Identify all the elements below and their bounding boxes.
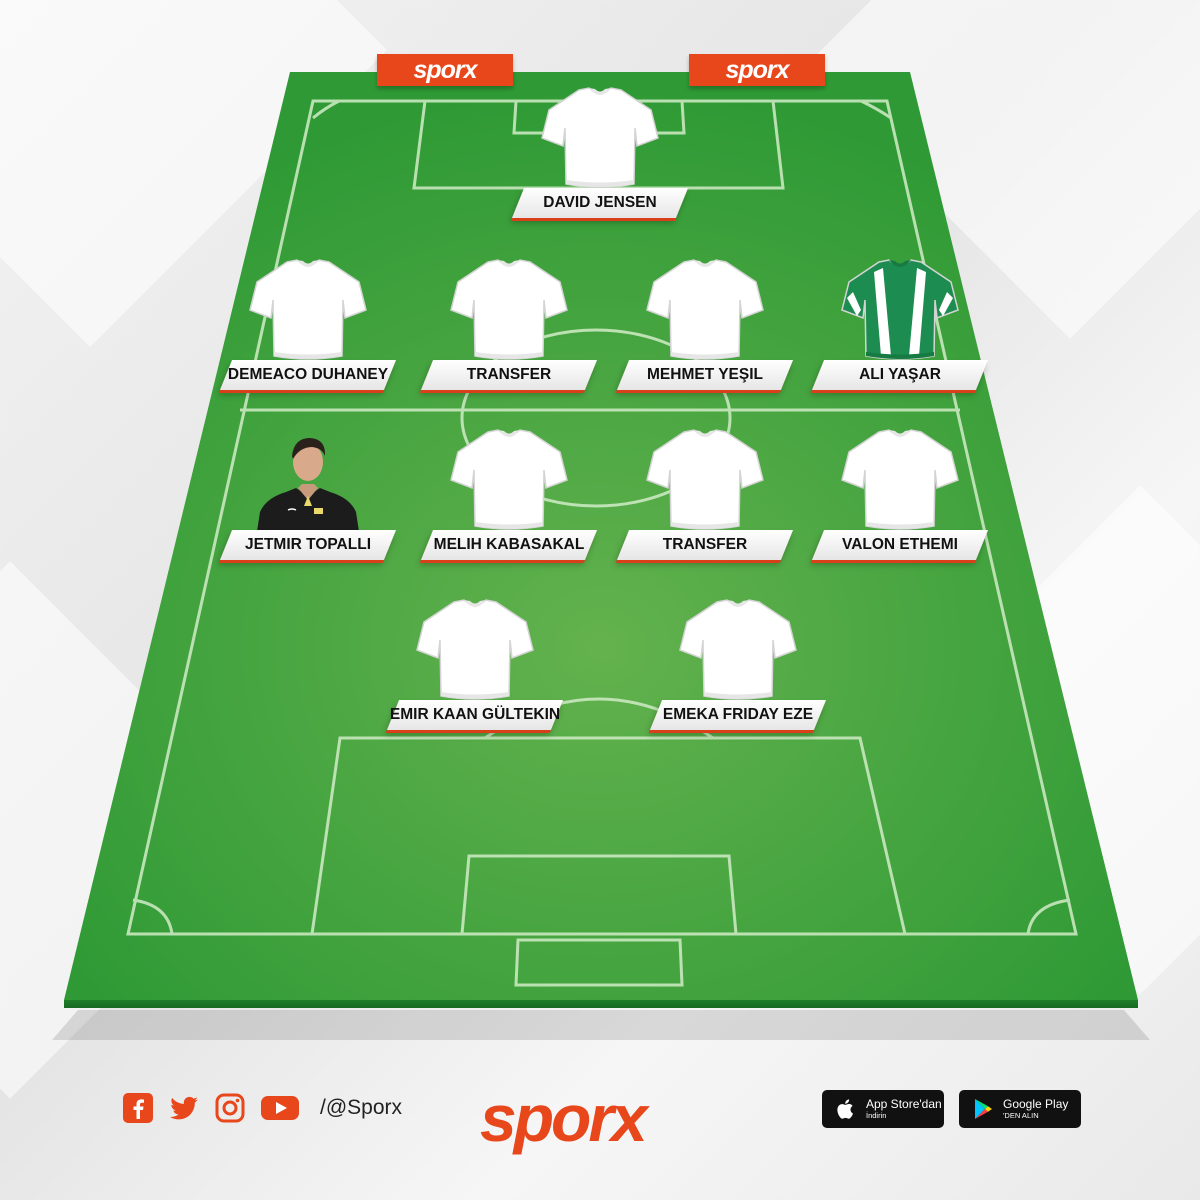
app-store-button[interactable]: App Store'dan İndirin — [822, 1090, 944, 1128]
player-name-tag: TRANSFER — [616, 530, 794, 560]
google-play-line2: 'DEN ALIN — [1003, 1110, 1039, 1120]
player-name: VALON ETHEMI — [842, 536, 958, 553]
player-name: ALI YAŞAR — [859, 366, 941, 383]
white-jersey-icon — [385, 596, 565, 704]
sporx-logo: sporx — [480, 1081, 648, 1155]
player-name-tag: EMIR KAAN GÜLTEKIN — [386, 700, 564, 730]
player-name-tag: TRANSFER — [420, 360, 598, 390]
player-photo-frame — [218, 426, 398, 543]
player-name: JETMIR TOPALLI — [244, 536, 371, 553]
instagram-icon[interactable] — [214, 1092, 246, 1124]
player-name: MEHMET YEŞIL — [647, 366, 763, 383]
google-play-text: Google Play 'DEN ALIN — [1003, 1096, 1069, 1121]
social-links: /@Sporx — [122, 1092, 402, 1124]
sporx-banner-left: sporx — [377, 54, 513, 86]
app-store-line2: İndirin — [866, 1110, 887, 1120]
player-name: DAVID JENSEN — [543, 194, 657, 211]
player-name: MELIH KABASAKAL — [433, 536, 585, 553]
google-play-line1: Google Play — [1003, 1096, 1069, 1111]
player-name-tag: ALI YAŞAR — [811, 360, 989, 390]
app-store-line1: App Store'dan — [866, 1096, 942, 1111]
sporx-logo: sporx — [413, 55, 477, 84]
white-jersey-icon — [648, 596, 828, 704]
player-name-tag: DAVID JENSEN — [511, 188, 689, 218]
apple-icon — [837, 1099, 854, 1119]
player-card[interactable]: ALI YAŞAR — [810, 256, 990, 390]
player-name: EMIR KAAN GÜLTEKIN — [389, 706, 561, 723]
green-jersey-icon — [810, 256, 990, 364]
player-card[interactable]: MELIH KABASAKAL — [419, 426, 599, 560]
white-jersey-icon — [615, 256, 795, 364]
white-jersey-icon — [615, 426, 795, 534]
app-store-text: App Store'dan İndirin — [866, 1096, 942, 1121]
twitter-icon[interactable] — [168, 1092, 200, 1124]
player-card[interactable]: JETMIR TOPALLI — [218, 426, 398, 560]
player-name-tag: JETMIR TOPALLI — [219, 530, 397, 560]
player-photo — [256, 438, 360, 538]
google-play-button[interactable]: Google Play 'DEN ALIN — [959, 1090, 1081, 1128]
social-handle[interactable]: /@Sporx — [320, 1096, 403, 1119]
player-card[interactable]: VALON ETHEMI — [810, 426, 990, 560]
white-jersey-icon — [510, 84, 690, 192]
white-jersey-icon — [218, 256, 398, 364]
player-name-tag: EMEKA FRIDAY EZE — [649, 700, 827, 730]
sporx-logo: sporx — [725, 55, 789, 84]
player-name-tag: MELIH KABASAKAL — [420, 530, 598, 560]
sporx-footer-logo: sporx — [480, 1080, 720, 1155]
google-play-icon — [975, 1099, 992, 1119]
player-name-tag: MEHMET YEŞIL — [616, 360, 794, 390]
player-card[interactable]: DAVID JENSEN — [510, 84, 690, 218]
player-card[interactable]: TRANSFER — [419, 256, 599, 390]
player-name: TRANSFER — [662, 536, 748, 553]
player-card[interactable]: TRANSFER — [615, 426, 795, 560]
player-name-tag: DEMEACO DUHANEY — [219, 360, 397, 390]
white-jersey-icon — [419, 426, 599, 534]
player-name: DEMEACO DUHANEY — [227, 366, 389, 383]
youtube-icon[interactable] — [260, 1092, 300, 1124]
player-name-tag: VALON ETHEMI — [811, 530, 989, 560]
white-jersey-icon — [419, 256, 599, 364]
player-card[interactable]: MEHMET YEŞIL — [615, 256, 795, 390]
sporx-banner-right: sporx — [689, 54, 825, 86]
facebook-icon[interactable] — [122, 1092, 154, 1124]
player-name: TRANSFER — [466, 366, 552, 383]
player-card[interactable]: EMIR KAAN GÜLTEKIN — [385, 596, 565, 730]
player-name: EMEKA FRIDAY EZE — [662, 706, 814, 723]
player-card[interactable]: DEMEACO DUHANEY — [218, 256, 398, 390]
white-jersey-icon — [810, 426, 990, 534]
player-card[interactable]: EMEKA FRIDAY EZE — [648, 596, 828, 730]
